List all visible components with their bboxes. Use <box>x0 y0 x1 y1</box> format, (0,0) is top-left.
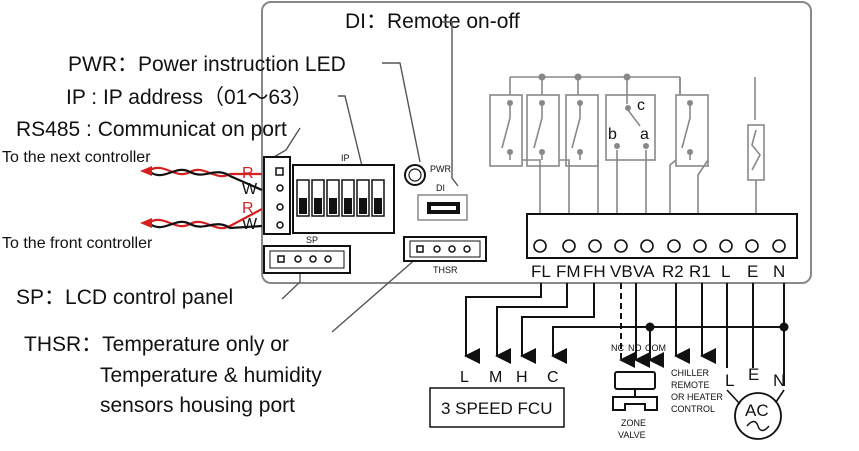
rs485-annotation: RS485 : Communicat on port <box>16 118 287 141</box>
power-line-e: E <box>748 365 759 384</box>
rs485-cable-next <box>140 166 263 192</box>
rs485-pin-w1: W <box>242 181 258 198</box>
pwr-led <box>404 164 426 186</box>
sp-connector <box>263 245 351 274</box>
terminal-n: N <box>773 262 785 281</box>
power-line-l: L <box>725 371 734 390</box>
sp-annotation: SP：LCD control panel <box>16 286 233 309</box>
external-wiring <box>464 283 785 386</box>
zone-valve-no: NO <box>628 343 642 353</box>
ip-annotation: IP : IP address（01～63） <box>66 86 313 109</box>
relay-contact-c: c <box>637 97 645 114</box>
fcu-input-m: M <box>489 369 502 386</box>
zone-valve-label-1: ZONE <box>621 418 646 428</box>
ac-source-symbol <box>734 392 782 440</box>
thsr-label: THSR <box>433 265 458 275</box>
terminal-l: L <box>721 262 730 281</box>
pwr-annotation: PWR：Power instruction LED <box>68 53 346 76</box>
terminal-fh: FH <box>583 262 606 281</box>
terminal-fl: FL <box>531 262 551 281</box>
chiller-line-1: CHILLER <box>671 368 710 378</box>
di-annotation: DI：Remote on-off <box>345 10 520 33</box>
thsr-annotation-line-1: THSR：Temperature only or <box>24 333 289 356</box>
fcu-label: 3 SPEED FCU <box>441 399 552 418</box>
relay-junction-dots <box>507 73 693 155</box>
terminal-r2: R2 <box>662 262 684 281</box>
chiller-line-2: REMOTE <box>671 380 710 390</box>
zone-valve-com: COM <box>645 343 666 353</box>
chiller-line-4: CONTROL <box>671 404 715 414</box>
zone-valve-symbol <box>612 371 658 411</box>
relay-contact-b: b <box>608 126 617 143</box>
ac-source-label: AC <box>745 401 769 420</box>
terminal-screws <box>533 239 786 253</box>
relay-internals <box>489 76 765 214</box>
terminal-fm: FM <box>556 262 581 281</box>
fcu-box <box>429 387 565 428</box>
di-label: DI <box>436 183 445 193</box>
dip-switches <box>296 179 385 217</box>
controller-enclosure <box>261 1 812 284</box>
fcu-input-h: H <box>516 369 528 386</box>
ac-wave-icon <box>746 420 770 432</box>
relay-contact-a: a <box>640 126 649 143</box>
sp-label: SP <box>306 235 318 245</box>
pwr-label: PWR <box>430 164 451 174</box>
terminal-e: E <box>747 262 758 281</box>
next-controller-label: To the next controller <box>2 149 151 166</box>
rs485-pin-w2: W <box>242 216 258 233</box>
terminal-vb: VB <box>610 262 633 281</box>
fcu-input-c: C <box>547 369 559 386</box>
zone-valve-label-2: VALVE <box>618 430 646 440</box>
zone-valve-nc: NC <box>611 343 624 353</box>
rs485-pin-r2: R <box>242 200 254 217</box>
terminal-va: VA <box>633 262 655 281</box>
fcu-input-l: L <box>460 369 469 386</box>
rs485-connector <box>263 156 291 235</box>
front-controller-label: To the front controller <box>2 235 153 252</box>
chiller-line-3: OR HEATER <box>671 392 723 402</box>
rs485-cable-front <box>140 208 263 230</box>
power-line-n: N <box>773 371 785 390</box>
thsr-annotation-line-3: sensors housing port <box>100 394 295 417</box>
thsr-annotation-line-2: Temperature & humidity <box>100 364 322 387</box>
terminal-r1: R1 <box>689 262 711 281</box>
junction-dots <box>645 322 789 332</box>
ip-label: IP <box>341 153 350 163</box>
